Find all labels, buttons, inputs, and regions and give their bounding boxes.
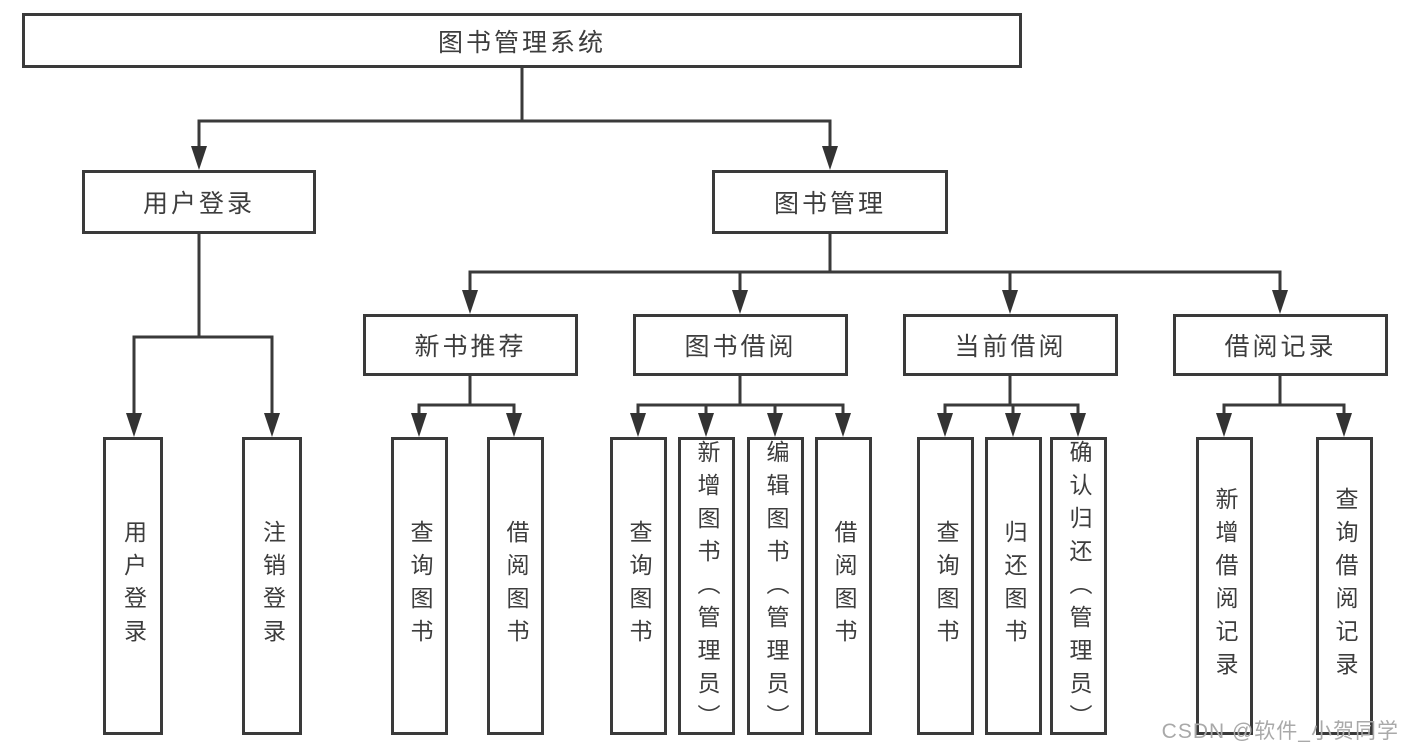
leaf-query-books-borrowing: 查询图书	[610, 437, 667, 735]
node-label: 用户登录	[120, 520, 147, 652]
node-label: 新增图书（管理员）	[694, 440, 720, 737]
node-label: 当前借阅	[954, 333, 1067, 361]
node-label: 查询图书	[933, 520, 959, 652]
leaf-add-borrow-record: 新增借阅记录	[1196, 437, 1253, 735]
node-label: 查询图书	[407, 520, 433, 652]
node-label: 图书借阅	[684, 333, 797, 361]
leaf-user-login: 用户登录	[103, 437, 163, 735]
node-book-borrowing: 图书借阅	[633, 314, 848, 376]
leaf-query-books-recommend: 查询图书	[391, 437, 448, 735]
leaf-query-borrow-record: 查询借阅记录	[1316, 437, 1373, 735]
leaf-query-books-current: 查询图书	[917, 437, 974, 735]
node-label: 编辑图书（管理员）	[763, 440, 789, 737]
node-borrowing-records: 借阅记录	[1173, 314, 1388, 376]
node-label: 归还图书	[1001, 520, 1027, 652]
node-label: 借阅图书	[831, 520, 857, 652]
leaf-edit-book-admin: 编辑图书（管理员）	[747, 437, 804, 737]
node-label: 新增借阅记录	[1212, 487, 1238, 685]
node-label: 确认归还（管理员）	[1066, 440, 1092, 737]
csdn-watermark: CSDN @软件_小贺同学	[1161, 720, 1399, 743]
node-label: 图书管理	[773, 190, 886, 218]
node-new-book-recommendation: 新书推荐	[363, 314, 578, 376]
leaf-return-books: 归还图书	[985, 437, 1042, 735]
node-label: 查询借阅记录	[1332, 487, 1358, 685]
leaf-logout: 注销登录	[242, 437, 302, 735]
node-label: 用户登录	[142, 190, 255, 218]
node-label: 新书推荐	[414, 333, 527, 361]
leaf-confirm-return-admin: 确认归还（管理员）	[1050, 437, 1107, 737]
node-label: 注销登录	[259, 520, 286, 652]
node-label: 图书管理系统	[437, 28, 606, 57]
node-label: 查询图书	[626, 520, 652, 652]
leaf-borrow-books-borrowing: 借阅图书	[815, 437, 872, 735]
node-label: 借阅记录	[1224, 333, 1337, 361]
leaf-add-book-admin: 新增图书（管理员）	[678, 437, 735, 737]
node-user-login: 用户登录	[82, 170, 316, 234]
node-current-borrowing: 当前借阅	[903, 314, 1118, 376]
leaf-borrow-books-recommend: 借阅图书	[487, 437, 544, 735]
node-library-management-system: 图书管理系统	[22, 13, 1022, 68]
node-label: 借阅图书	[503, 520, 529, 652]
node-book-management: 图书管理	[712, 170, 948, 234]
